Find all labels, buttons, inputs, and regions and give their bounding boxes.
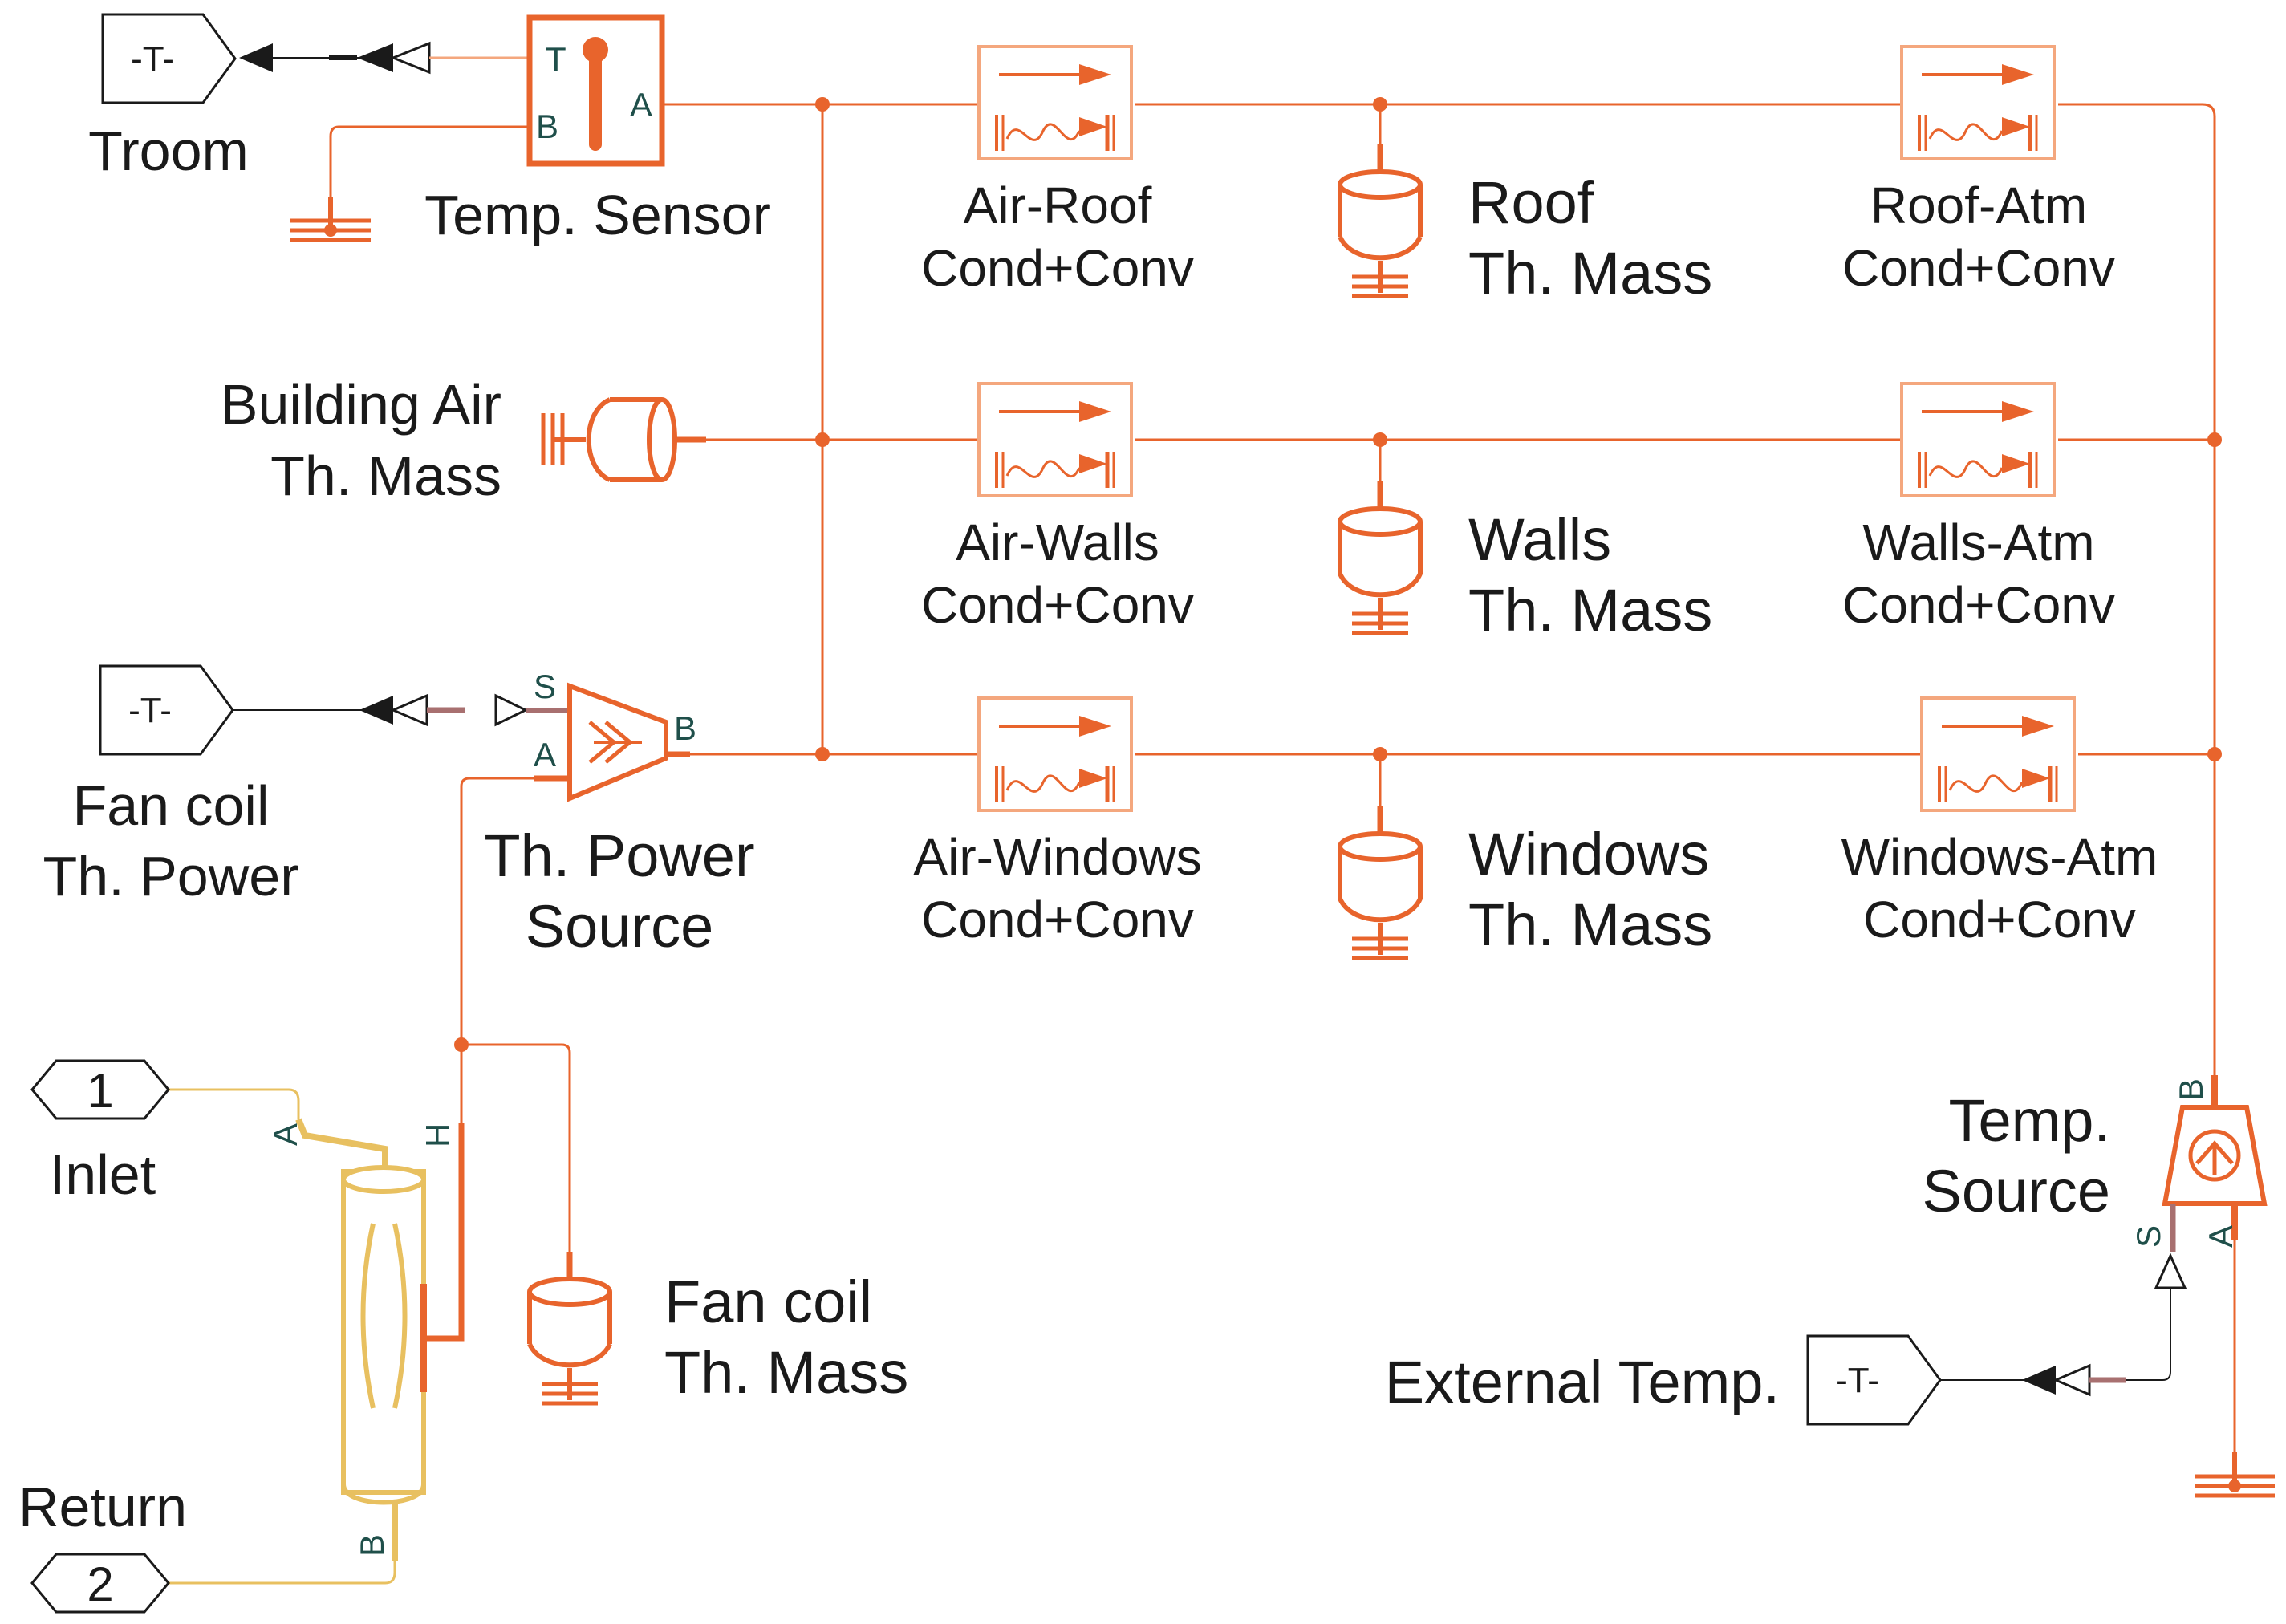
air-roof-label-1: Air-Roof: [964, 177, 1152, 234]
ps-converter-icon[interactable]: [329, 41, 530, 75]
ps-converter-icon[interactable]: [359, 693, 570, 727]
troom-label: Troom: [88, 120, 249, 182]
external-tag-text: -T-: [1836, 1361, 1879, 1400]
return-port-number: 2: [87, 1557, 113, 1611]
fan-mass-label-2: Th. Mass: [664, 1339, 908, 1406]
thermal-mass-icon[interactable]: [541, 397, 706, 482]
air-roof-label-2: Cond+Conv: [921, 239, 1194, 297]
heat-exchanger-pipe-icon[interactable]: [295, 1118, 465, 1561]
windows-atm-label-1: Windows-Atm: [1841, 828, 2158, 886]
pipe-port-b: B: [353, 1534, 391, 1557]
tsource-port-b: B: [2172, 1078, 2210, 1101]
inlet-label: Inlet: [50, 1143, 156, 1206]
sensor-port-t: T: [546, 40, 566, 78]
tsource-port-s: S: [2130, 1225, 2167, 1248]
building-air-label-1: Building Air: [221, 373, 501, 436]
fan-mass-label-1: Fan coil: [664, 1269, 872, 1335]
conduction-convection-icon[interactable]: [1902, 384, 2054, 496]
temperature-source-icon[interactable]: [2154, 1075, 2268, 1289]
troom-tag-text: -T-: [131, 39, 174, 79]
temp-source-label-2: Source: [1923, 1158, 2110, 1224]
conduction-convection-icon[interactable]: [979, 384, 1131, 496]
power-source-label-2: Source: [526, 893, 713, 960]
tsource-port-a: A: [2202, 1225, 2239, 1248]
goto-tag-icon[interactable]: -T-: [101, 13, 237, 104]
fan-power-label-1: Fan coil: [72, 774, 269, 837]
thermal-mass-icon[interactable]: [530, 1252, 610, 1403]
heat-flow-source-icon[interactable]: [534, 682, 690, 802]
ps-converter-icon[interactable]: [2022, 1363, 2126, 1397]
thermal-mass-icon[interactable]: [1340, 144, 1420, 296]
power-source-label-1: Th. Power: [484, 822, 754, 889]
temp-source-label-1: Temp.: [1948, 1087, 2110, 1154]
building-air-label-2: Th. Mass: [270, 445, 501, 507]
windows-atm-label-2: Cond+Conv: [1863, 891, 2136, 948]
goto-tag-icon[interactable]: -T-: [99, 664, 234, 756]
walls-atm-label-2: Cond+Conv: [1842, 576, 2115, 634]
air-walls-label-1: Air-Walls: [956, 514, 1159, 571]
sensor-port-a: A: [630, 86, 652, 124]
roof-mass-label-2: Th. Mass: [1468, 240, 1712, 307]
walls-atm-label-1: Walls-Atm: [1862, 514, 2094, 571]
thermal-mass-icon[interactable]: [1340, 481, 1420, 633]
windows-mass-label-1: Windows: [1468, 821, 1709, 887]
thermal-mass-icon[interactable]: [1340, 806, 1420, 958]
power-port-b: B: [674, 709, 696, 747]
external-temp-label: External Temp.: [1385, 1349, 1780, 1415]
temp-sensor-label: Temp. Sensor: [424, 184, 771, 246]
power-port-a: A: [534, 736, 556, 773]
windows-mass-label-2: Th. Mass: [1468, 891, 1712, 958]
conduction-convection-icon[interactable]: [1922, 698, 2074, 810]
fan-power-tag-text: -T-: [128, 691, 172, 730]
return-label: Return: [18, 1476, 187, 1538]
roof-atm-label-2: Cond+Conv: [1842, 239, 2115, 297]
fan-power-label-2: Th. Power: [43, 845, 299, 907]
junction-dots: [454, 97, 2222, 1052]
thermal-reference-icon: [2195, 1452, 2275, 1496]
air-windows-label-1: Air-Windows: [913, 828, 1201, 886]
pipe-port-h: H: [419, 1123, 457, 1147]
power-port-s: S: [534, 668, 556, 705]
thermal-reference-icon: [290, 197, 371, 240]
air-walls-label-2: Cond+Conv: [921, 576, 1194, 634]
conduction-convection-icon[interactable]: [1902, 47, 2054, 159]
inlet-port-number: 1: [87, 1064, 113, 1118]
port-connector-icon[interactable]: 1: [30, 1059, 170, 1120]
roof-atm-label-1: Roof-Atm: [1870, 177, 2087, 234]
port-connector-icon[interactable]: 2: [30, 1553, 170, 1614]
conduction-convection-icon[interactable]: [979, 698, 1131, 810]
walls-mass-label-2: Th. Mass: [1468, 577, 1712, 644]
roof-mass-label-1: Roof: [1468, 169, 1594, 236]
pipe-port-a: A: [266, 1123, 304, 1146]
conduction-convection-icon[interactable]: [979, 47, 1131, 159]
temperature-sensor-icon[interactable]: [526, 14, 665, 167]
sensor-port-b: B: [536, 108, 558, 145]
goto-tag-icon[interactable]: -T-: [1806, 1334, 1942, 1426]
walls-mass-label-1: Walls: [1468, 506, 1611, 573]
air-windows-label-2: Cond+Conv: [921, 891, 1194, 948]
